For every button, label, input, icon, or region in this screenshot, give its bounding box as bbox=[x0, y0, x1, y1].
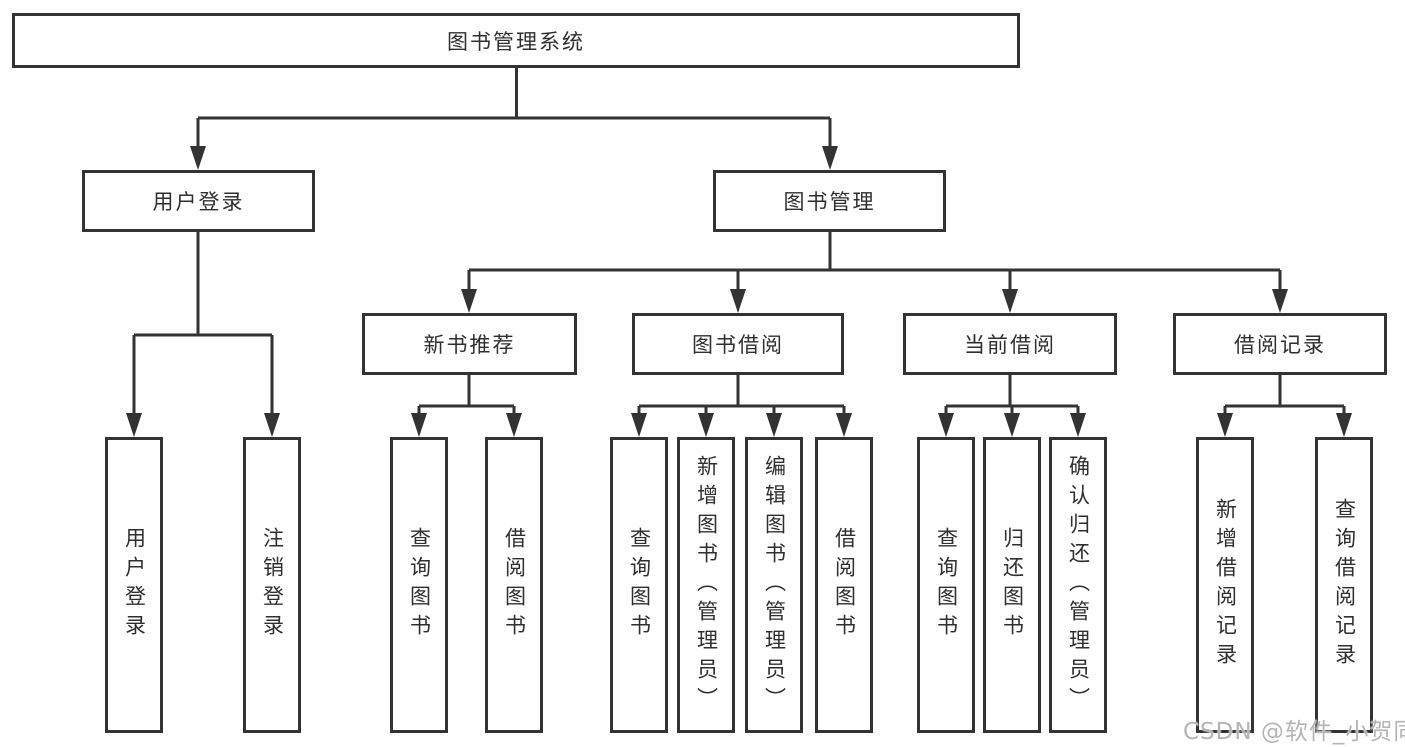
node-current-borrowing: 当前借阅 bbox=[903, 313, 1117, 375]
node-book-management: 图书管理 bbox=[713, 170, 946, 232]
node-new-book-recommendation: 新书推荐 bbox=[362, 313, 577, 375]
leaf-borrow-books-recommendation: 借阅图书 bbox=[485, 437, 543, 733]
connector-book-management-to-level3 bbox=[461, 232, 1288, 313]
leaf-query-books-recommendation: 查询图书 bbox=[390, 437, 448, 733]
leaf-add-books-admin: 新增图书（管理员） bbox=[677, 437, 735, 733]
node-borrowing-records: 借阅记录 bbox=[1173, 313, 1387, 375]
connector-borrowing-records-to-leaves bbox=[1217, 375, 1352, 437]
connector-root-to-level2 bbox=[190, 68, 838, 170]
leaf-query-books-current: 查询图书 bbox=[917, 437, 975, 733]
node-user-login: 用户登录 bbox=[82, 170, 315, 232]
leaf-add-borrow-record: 新增借阅记录 bbox=[1196, 437, 1254, 733]
leaf-borrow-books-borrowing: 借阅图书 bbox=[815, 437, 873, 733]
connector-current-borrowing-to-leaves bbox=[938, 375, 1086, 437]
leaf-logout: 注销登录 bbox=[243, 437, 301, 733]
leaf-edit-books-admin: 编辑图书（管理员） bbox=[745, 437, 803, 733]
leaf-return-books: 归还图书 bbox=[983, 437, 1041, 733]
leaf-query-borrow-record: 查询借阅记录 bbox=[1315, 437, 1373, 733]
leaf-query-books-borrowing: 查询图书 bbox=[610, 437, 668, 733]
leaf-user-login: 用户登录 bbox=[105, 437, 163, 733]
csdn-watermark: CSDN @软件_小贺同学 bbox=[1183, 719, 1405, 745]
node-library-management-system: 图书管理系统 bbox=[12, 13, 1020, 68]
connector-book-borrowing-to-leaves bbox=[631, 375, 852, 437]
node-book-borrowing: 图书借阅 bbox=[632, 313, 844, 375]
leaf-confirm-return-admin: 确认归还（管理员） bbox=[1049, 437, 1107, 733]
connector-new-book-recommendation-to-leaves bbox=[411, 375, 522, 437]
connector-user-login-to-leaves bbox=[126, 232, 280, 437]
